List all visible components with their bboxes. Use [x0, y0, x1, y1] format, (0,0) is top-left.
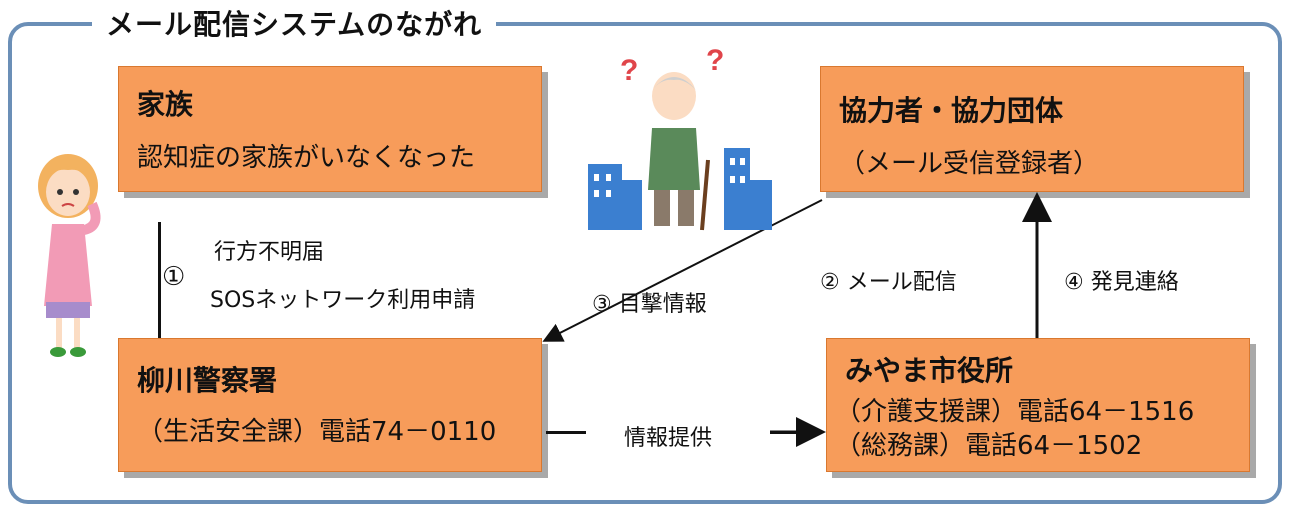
step3-label: ③ 目撃情報 [592, 292, 707, 317]
city-office-phone-2: （総務課）電話64－1502 [835, 431, 1143, 461]
cooperator-heading: 協力者・協力団体 [839, 94, 1064, 127]
step1-number: ① [162, 262, 186, 292]
city-office-box: みやま市役所 （介護支援課）電話64－1516 （総務課）電話64－1502 [826, 338, 1250, 472]
step4-label: ④ 発見連絡 [1064, 270, 1179, 295]
cooperator-box: 協力者・協力団体 （メール受信登録者） [820, 66, 1244, 192]
question-mark-icon: ? [706, 44, 724, 77]
info-provision-label: 情報提供 [624, 426, 713, 451]
confused-elderly-man-illustration: ? ? [588, 44, 772, 231]
diagram-title: メール配信システムのながれ [92, 8, 497, 42]
police-heading: 柳川警察署 [137, 364, 278, 397]
police-city-line-left [546, 431, 586, 434]
flow-frame [8, 22, 1282, 504]
sighting-arrow [542, 199, 823, 342]
family-text: 認知症の家族がいなくなった [137, 143, 476, 173]
family-box: 家族 認知症の家族がいなくなった [118, 66, 542, 192]
city-office-phone-1: （介護支援課）電話64－1516 [835, 397, 1195, 427]
police-text: （生活安全課）電話74－0110 [137, 417, 497, 447]
step1-line1: 行方不明届 [214, 240, 325, 265]
family-police-line [158, 222, 161, 338]
police-box: 柳川警察署 （生活安全課）電話74－0110 [118, 338, 542, 472]
step1-line2: SOSネットワーク利用申請 [210, 288, 476, 313]
family-heading: 家族 [137, 88, 194, 121]
city-office-heading: みやま市役所 [845, 354, 1014, 387]
worried-woman-illustration [38, 154, 101, 357]
cooperator-text: （メール受信登録者） [839, 149, 1100, 179]
step2-label: ② メール配信 [820, 270, 957, 295]
question-mark-icon: ? [620, 54, 638, 87]
